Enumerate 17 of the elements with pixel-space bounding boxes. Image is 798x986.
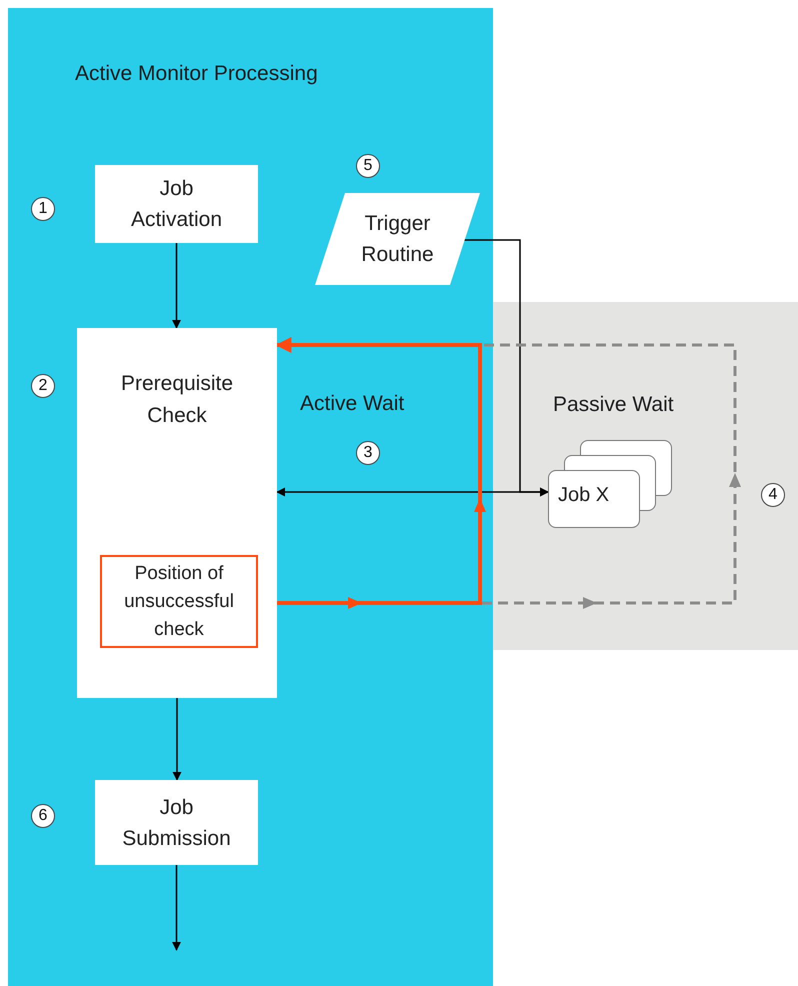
node-label: Prerequisite Check [120,371,234,429]
process-box [77,328,277,698]
process-box [95,780,258,865]
region-panel [8,8,493,986]
input-parallelogram [315,193,480,285]
region-label: Active Wait [300,391,404,417]
panel-title: Passive Wait [553,392,674,418]
node-label: Job X [558,483,610,508]
region-panel [493,302,798,650]
node-label: Job Submission [121,794,232,852]
node-label: Trigger Routine [360,211,435,268]
stacked-cards [548,440,673,528]
process-box [95,165,258,243]
node-label: Job Activation [130,176,224,233]
highlight-box [100,555,258,648]
panel-title: Active Monitor Processing [75,61,318,87]
node-label: Position of unsuccessful check [123,562,235,642]
